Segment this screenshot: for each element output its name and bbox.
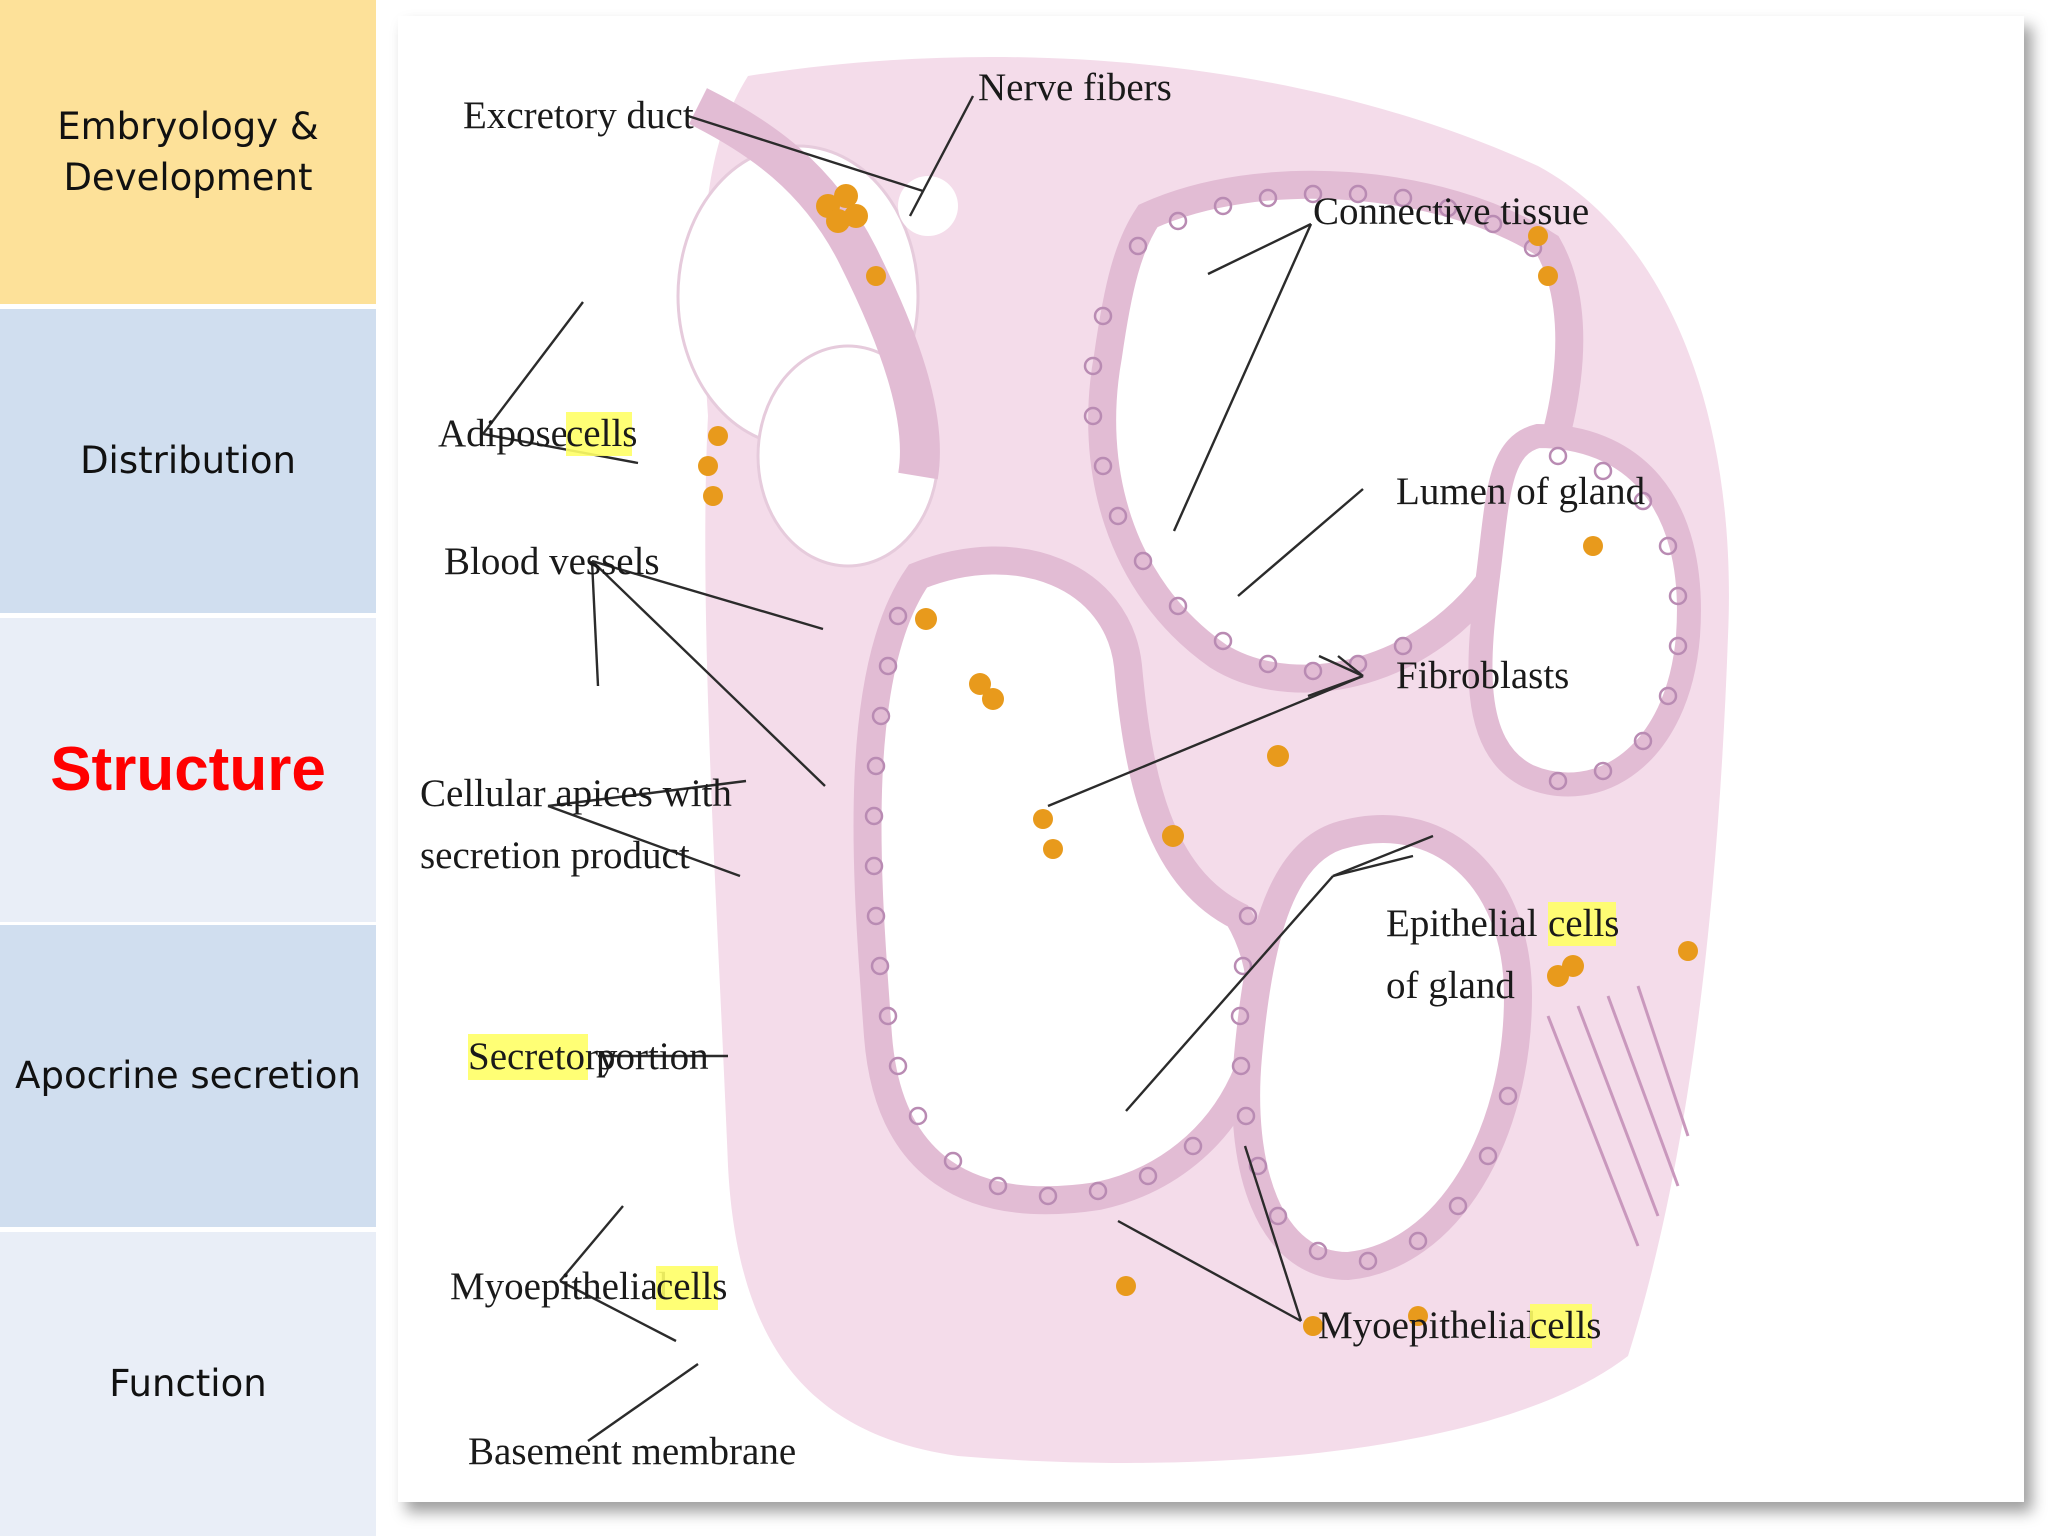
highlight-myoepithelial-right-cells [1530, 1304, 1592, 1348]
label-excretory-duct: Excretory duct [463, 94, 694, 137]
label-epithelial-cells: cells [1548, 902, 1619, 945]
label-of-gland: of gland [1386, 964, 1515, 1007]
gland-diagram-svg: Excretory duct Nerve fibers Connective t… [420, 56, 1729, 1473]
label-myoepithelial-right-cells: cells [1530, 1304, 1601, 1347]
nav-item-label: Structure [50, 735, 326, 805]
nav-item-label: Function [109, 1362, 267, 1406]
gland-lumen-right [1468, 423, 1701, 797]
nav-item-label: Apocrine secretion [15, 1054, 361, 1098]
label-nerve-fibers: Nerve fibers [978, 66, 1172, 109]
label-myoepithelial-right: Myoepithelial [1318, 1304, 1537, 1347]
nav-item-function[interactable]: Function [0, 1232, 376, 1536]
blood-vessel-group [698, 184, 1698, 1336]
nav-item-embryology-development[interactable]: Embryology & Development [0, 0, 376, 304]
nav-item-distribution[interactable]: Distribution [0, 309, 376, 613]
gland-lumen-left [853, 546, 1275, 1215]
nav-item-label-line1: Embryology & [57, 104, 319, 148]
nav-item-label-line2: Development [63, 156, 313, 199]
label-secretory: Secretory [468, 1035, 618, 1078]
label-cellular-apices-line2: secretion product [420, 834, 690, 877]
label-blood-vessels: Blood vessels [444, 540, 660, 583]
label-basement-membrane: Basement membrane [468, 1430, 796, 1473]
highlight-adipose-cells [566, 412, 632, 456]
label-epithelial: Epithelial [1386, 902, 1538, 945]
nav-item-structure[interactable]: Structure [0, 618, 376, 922]
label-adipose-cells: cells [566, 412, 637, 455]
gland-lumen-lower [1232, 815, 1533, 1281]
label-adipose: Adipose [438, 412, 568, 455]
label-myoepithelial-left: Myoepithelial [450, 1265, 669, 1308]
highlight-epithelial-cells [1548, 902, 1616, 946]
highlight-myoepithelial-left-cells [656, 1266, 718, 1310]
gland-lumen-upper [1088, 170, 1584, 693]
nav-item-label: Distribution [80, 439, 296, 483]
sidebar-nav: Embryology & Development Distribution St… [0, 0, 376, 1536]
label-connective-tissue: Connective tissue [1313, 190, 1589, 233]
label-portion: portion [596, 1035, 709, 1078]
excretory-duct-lumen [898, 176, 958, 236]
label-myoepithelial-left-cells: cells [656, 1265, 727, 1308]
nav-item-apocrine-secretion[interactable]: Apocrine secretion [0, 925, 376, 1227]
label-lumen-of-gland: Lumen of gland [1396, 470, 1646, 513]
gland-diagram-figure: Excretory duct Nerve fibers Connective t… [398, 16, 2024, 1502]
label-fibroblasts: Fibroblasts [1396, 654, 1569, 697]
epithelial-nuclei [864, 184, 1688, 1271]
highlight-secretory [468, 1034, 588, 1080]
leader-lines [482, 95, 1434, 1442]
myoepithelial-stripes [1546, 985, 1690, 1247]
label-cellular-apices-line1: Cellular apices with [420, 772, 732, 815]
